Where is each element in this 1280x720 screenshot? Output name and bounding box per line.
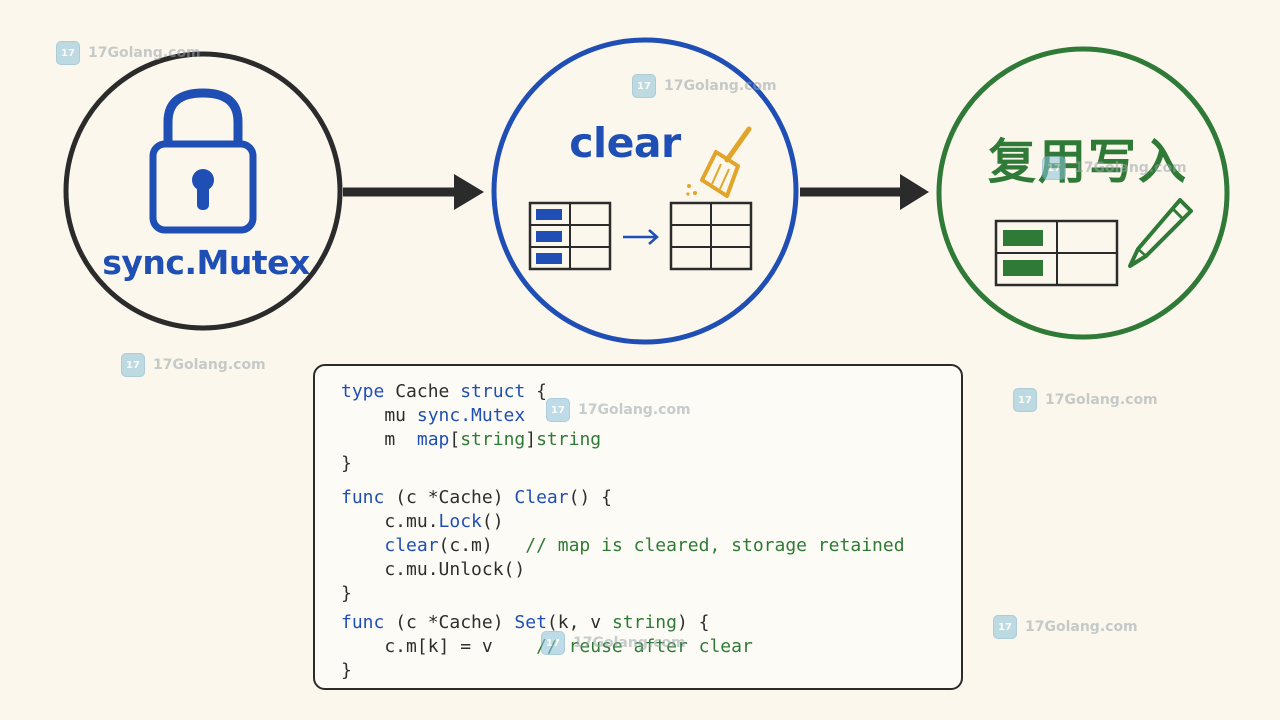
- watermark-logo-icon: 17: [56, 41, 80, 65]
- code-token: (c.m): [438, 535, 526, 556]
- watermark-text: 17Golang.com: [153, 357, 266, 373]
- code-token: c.m[k] = v: [341, 636, 537, 657]
- code-token: Lock: [438, 511, 482, 532]
- step3-label: 复用写入: [987, 134, 1189, 190]
- code-line: }: [341, 660, 352, 682]
- watermark-logo-icon: 17: [993, 615, 1017, 639]
- code-token: }: [341, 583, 352, 604]
- reuse-table-icon: [994, 219, 1119, 287]
- code-token: (k, v: [546, 612, 612, 633]
- watermark-logo-icon: 17: [541, 631, 565, 655]
- watermark: 17 17Golang.com: [56, 41, 201, 65]
- code-token: {: [525, 381, 547, 402]
- code-token: Clear: [514, 487, 569, 508]
- code-line: }: [341, 453, 352, 475]
- code-line: clear(c.m) // map is cleared, storage re…: [341, 535, 905, 557]
- code-token: clear: [384, 535, 439, 556]
- watermark-text: 17Golang.com: [88, 45, 201, 61]
- watermark-logo-icon: 17: [121, 353, 145, 377]
- code-token: ]: [525, 429, 537, 450]
- code-token: (c *Cache): [384, 612, 515, 633]
- watermark: 17 17Golang.com: [632, 74, 777, 98]
- code-token: func: [341, 487, 385, 508]
- code-token: [: [449, 429, 461, 450]
- code-token: c.mu.: [341, 511, 439, 532]
- watermark-logo-icon: 17: [546, 398, 570, 422]
- code-token: Set: [514, 612, 547, 633]
- code-token: map: [416, 429, 450, 450]
- watermark-logo-icon: 17: [632, 74, 656, 98]
- watermark-text: 17Golang.com: [1045, 392, 1158, 408]
- arrow-step2-to-step3: [800, 174, 929, 210]
- broom-icon: [686, 126, 752, 198]
- code-line: func (c *Cache) Clear() {: [341, 487, 612, 509]
- code-token: mu: [341, 405, 417, 426]
- watermark-text: 17Golang.com: [578, 402, 691, 418]
- pencil-icon: [1128, 198, 1193, 268]
- watermark: 17 17Golang.com: [121, 353, 266, 377]
- code-token: string: [536, 429, 602, 450]
- watermark: 17 17Golang.com: [541, 631, 686, 655]
- step2-circle: [491, 37, 799, 345]
- step1-label: sync.Mutex: [102, 243, 310, 282]
- padlock-icon: [149, 88, 257, 234]
- watermark-text: 17Golang.com: [1025, 619, 1138, 635]
- code-token: }: [341, 453, 352, 474]
- code-line: m map[string]string: [341, 429, 601, 451]
- empty-table-icon: [669, 201, 753, 271]
- code-token: ) {: [676, 612, 710, 633]
- step1-circle: [63, 51, 343, 331]
- watermark-logo-icon: 17: [1042, 156, 1066, 180]
- code-token: }: [341, 660, 352, 681]
- step3-circle: [936, 46, 1230, 340]
- watermark-text: 17Golang.com: [664, 78, 777, 94]
- code-token: [341, 535, 384, 556]
- arrow-step1-to-step2: [343, 174, 484, 210]
- watermark-text: 17Golang.com: [573, 635, 686, 651]
- watermark: 17 17Golang.com: [1013, 388, 1158, 412]
- code-token: (): [481, 511, 504, 532]
- code-token: struct: [460, 381, 526, 402]
- code-token: string: [460, 429, 526, 450]
- watermark: 17 17Golang.com: [546, 398, 691, 422]
- code-token: string: [611, 612, 677, 633]
- code-line: type Cache struct {: [341, 381, 547, 403]
- code-line: c.mu.Unlock(): [341, 559, 525, 581]
- code-token: (c *Cache): [384, 487, 515, 508]
- code-line: }: [341, 583, 352, 605]
- code-token: func: [341, 612, 385, 633]
- code-token: Cache: [384, 381, 461, 402]
- filled-table-icon: [528, 201, 612, 271]
- code-panel: type Cache struct { mu sync.Mutex m map[…: [313, 364, 963, 690]
- code-comment: // map is cleared, storage retained: [525, 535, 905, 556]
- watermark-text: 17Golang.com: [1074, 160, 1187, 176]
- code-line: mu sync.Mutex: [341, 405, 525, 427]
- code-token: m: [341, 429, 417, 450]
- code-token: sync.Mutex: [416, 405, 526, 426]
- code-token: () {: [568, 487, 612, 508]
- step2-label: clear: [569, 119, 681, 167]
- code-token: type: [341, 381, 385, 402]
- clear-arrow-icon: [623, 229, 659, 245]
- code-token: c.mu.Unlock(): [341, 559, 526, 580]
- code-line: c.mu.Lock(): [341, 511, 504, 533]
- watermark-logo-icon: 17: [1013, 388, 1037, 412]
- watermark: 17 17Golang.com: [1042, 156, 1187, 180]
- code-line: func (c *Cache) Set(k, v string) {: [341, 612, 710, 634]
- watermark: 17 17Golang.com: [993, 615, 1138, 639]
